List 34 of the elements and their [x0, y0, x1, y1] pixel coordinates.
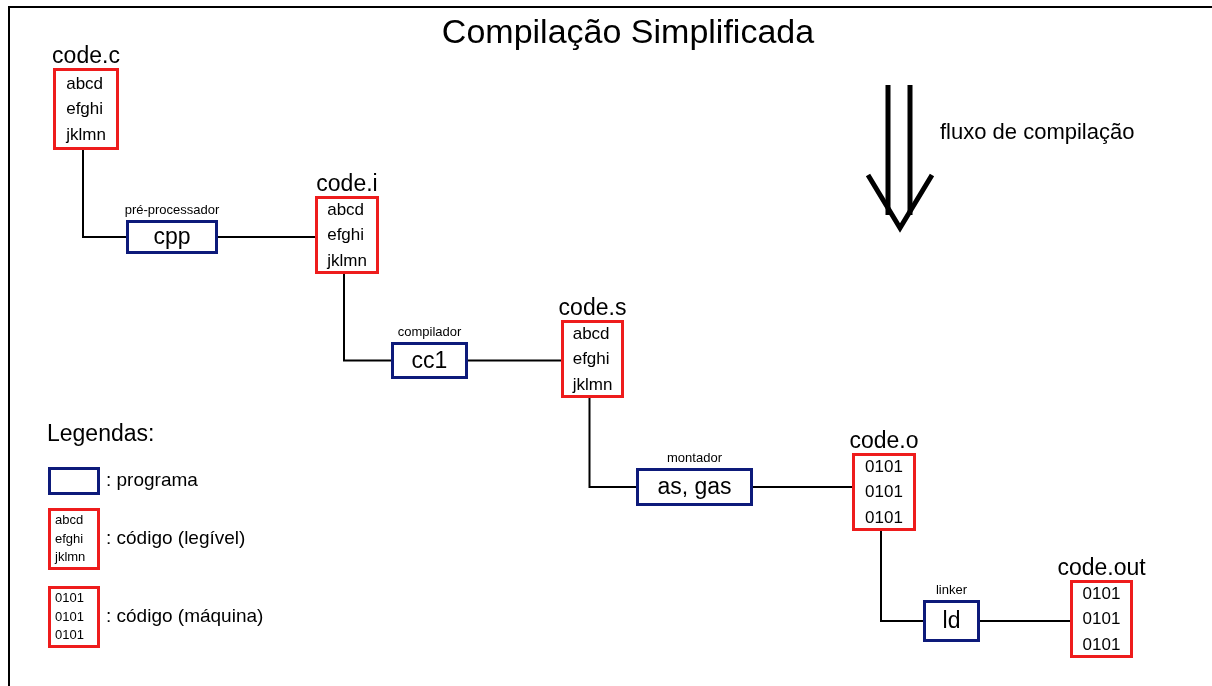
program-name: cpp — [153, 224, 191, 250]
file-name: code.i — [316, 170, 378, 197]
program-name: as, gas — [657, 474, 732, 500]
program-role: pré-processador — [124, 202, 220, 217]
code-lines: abcd efghi jklmn — [572, 322, 613, 396]
connector-line — [752, 486, 853, 488]
connector-line — [82, 149, 127, 238]
legend-text: : programa — [106, 469, 198, 491]
legend-text: : código (legível) — [106, 527, 246, 549]
program-name: cc1 — [411, 347, 448, 374]
sample-code-lines: abcd efghi jklmn — [55, 510, 86, 567]
sample-code-lines: 0101 0101 0101 — [55, 588, 84, 645]
connector-line — [588, 397, 637, 488]
program-role: linker — [935, 582, 968, 597]
connector-line — [467, 359, 562, 362]
file-name: code.c — [52, 42, 120, 69]
connector-line — [880, 530, 924, 622]
code-lines: 0101 0101 0101 — [865, 455, 903, 529]
code-lines: abcd efghi jklmn — [66, 72, 106, 146]
program-role: compilador — [397, 324, 462, 339]
connector-line — [217, 236, 316, 238]
connector-line — [343, 273, 392, 362]
connector-line — [979, 620, 1071, 622]
code-lines: 0101 0101 0101 — [1082, 582, 1121, 656]
legend-text: : código (máquina) — [106, 605, 264, 627]
program-role: montador — [667, 450, 722, 465]
code-lines: abcd efghi jklmn — [327, 198, 367, 272]
program-name: ld — [942, 608, 961, 634]
flow-note: fluxo de compilação — [940, 119, 1135, 145]
diagram-title: Compilação Simplificada — [440, 12, 816, 51]
file-name: code.s — [558, 294, 627, 321]
file-name: code.out — [1057, 554, 1146, 581]
legend-heading: Legendas: — [47, 420, 155, 447]
file-name: code.o — [849, 427, 919, 454]
